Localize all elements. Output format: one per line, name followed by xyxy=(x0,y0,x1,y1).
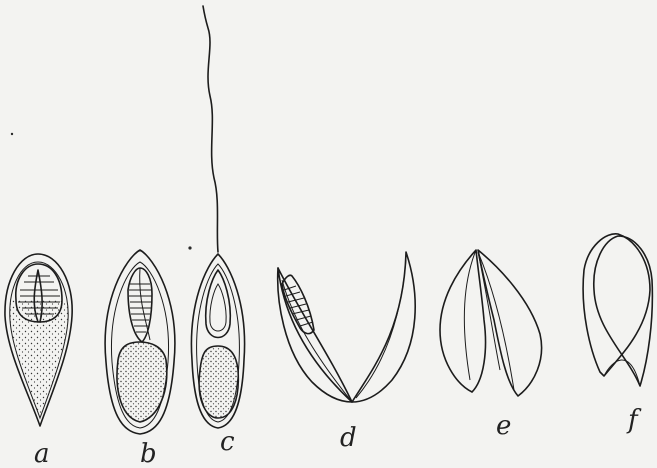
label-b: b xyxy=(140,439,157,468)
label-f: f xyxy=(626,405,642,435)
spore-f xyxy=(583,234,652,386)
label-c: c xyxy=(220,427,235,457)
label-a: a xyxy=(34,439,50,468)
spore-e xyxy=(440,250,542,396)
spore-a xyxy=(0,254,80,430)
label-e: e xyxy=(496,411,511,441)
speck xyxy=(188,246,191,249)
speck xyxy=(11,133,13,135)
spore-d xyxy=(278,252,415,402)
spore-c xyxy=(191,6,244,428)
spore-b xyxy=(105,250,175,434)
label-d: d xyxy=(340,423,357,453)
